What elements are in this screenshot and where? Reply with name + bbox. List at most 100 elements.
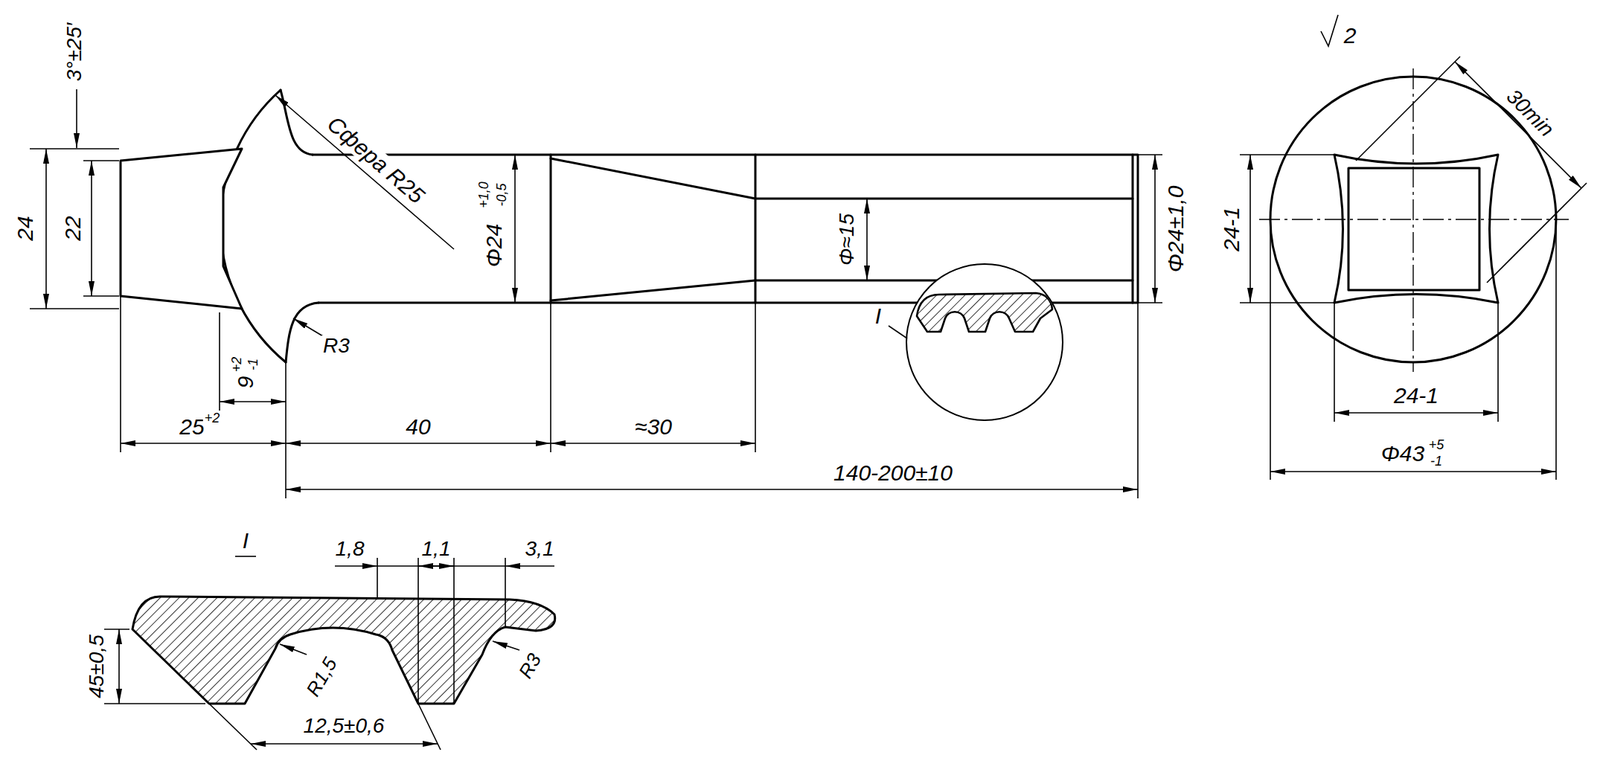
tolerance-label: +2 [203,411,222,425]
dimension-label: 25 [177,416,206,439]
dimension-label: Φ≈15 [836,212,858,268]
dimension-label: 140-200±10 [832,462,955,485]
dimension-label: 22 [61,214,85,242]
dimension-label: 24-1 [1220,205,1243,254]
thread-detail-part [376,558,379,600]
bolt-outline-part [285,302,319,363]
dimension-lines-part [29,308,120,310]
dimension-lines-part [75,89,78,149]
tolerance-label: -1 [1428,454,1444,469]
bolt-outline-part [220,90,286,363]
detail-marker-part [906,264,1063,421]
tolerance-label: +1,0 [477,180,491,210]
detail-marker-part [916,293,1053,332]
dimension-label: 3°±25′ [64,21,85,84]
end-view-part [1333,302,1336,422]
dimension-label: 12,5±0,6 [302,715,387,737]
thread-detail-part [492,641,520,651]
end-view-part [1497,302,1499,422]
dimension-lines-part [1154,154,1156,303]
dimension-lines-part [514,154,516,303]
dimension-lines-part [120,442,286,445]
end-view-part [1269,219,1272,480]
thread-detail-part [279,644,307,655]
detail-marker-part [888,325,908,339]
dimension-lines-part [29,148,120,150]
dimension-label: 9 [234,375,257,391]
bolt-outline-part [280,90,313,155]
end-view-part [1239,302,1335,304]
dimension-lines-part [1137,302,1163,304]
tolerance-label: +5 [1427,438,1446,452]
dimension-label: 45±0,5 [86,633,108,700]
thread-detail-part [132,596,556,704]
end-view-part [1486,183,1587,283]
dimension-label: 1,8 [334,538,367,560]
end-view-part [1259,218,1569,220]
dimension-label: R3 [514,648,545,683]
dimension-lines-part [219,401,286,403]
thread-detail-part [235,555,256,558]
thread-detail-part [209,704,257,751]
dimension-label: 2 [1342,24,1359,47]
end-view-part [1320,14,1339,47]
thread-detail-part [104,628,130,631]
dimension-lines-part [285,442,551,445]
dimension-lines-part [45,148,47,309]
dimension-lines-part [1137,302,1139,499]
dimension-lines-part [550,442,756,445]
detail-marker [888,264,1063,421]
end-view [1239,14,1587,480]
thread-detail-part [417,558,419,704]
dimension-label: ≈30 [633,416,674,439]
end-view-part [1348,168,1480,291]
dimension-label: R1,5 [302,653,341,702]
thread-detail-part [334,565,378,568]
dimension-lines-part [549,302,552,453]
thread-detail-part [418,565,454,568]
bolt-outline-part [120,148,242,309]
thread-detail-part [504,558,507,628]
dimension-lines-part [754,302,757,453]
bolt-outline-part [549,154,553,303]
dimension-label: Φ43 [1379,442,1426,466]
thread-detail-part [377,565,506,568]
dimension-label: Сфера R25 [322,111,430,210]
dimension-label: 24-1 [1392,384,1440,408]
end-view-part [1239,154,1335,156]
end-view-part [1270,471,1557,473]
dimension-lines-part [275,95,454,250]
end-view-part [1555,219,1557,480]
dimension-label: Φ24 [482,222,506,269]
dimension-label: 1,1 [420,538,453,560]
dimension-label: I [873,305,883,328]
dimension-label: 40 [404,416,432,439]
detail-marker-part-part [916,293,1053,332]
dimension-label: 24 [14,214,37,242]
tolerance-label: -0,5 [494,181,509,208]
dimension-lines-part [83,160,120,162]
thread-detail-part [250,743,438,745]
end-view-part [1355,56,1461,161]
dimension-label: I [241,529,251,553]
end-view-part [1412,68,1414,373]
bolt-outline [120,90,1138,363]
dimension-lines-part [218,312,221,411]
thread-detail-part [118,629,120,704]
thread-detail-part [505,565,555,568]
dimension-lines [29,89,1163,499]
end-view-part [1454,61,1582,189]
tolerance-label: -1 [246,357,260,373]
thread-detail-part [418,704,441,751]
dimension-lines-part [866,198,868,281]
dimension-label: R3 [321,335,352,357]
dimension-lines-part [83,295,120,297]
dimension-lines-part [293,318,323,337]
dimension-label: 30min [1501,84,1560,143]
dimension-lines-part [90,160,93,297]
dimension-lines-part [285,488,1138,491]
bolt-outline-part [550,158,1133,199]
